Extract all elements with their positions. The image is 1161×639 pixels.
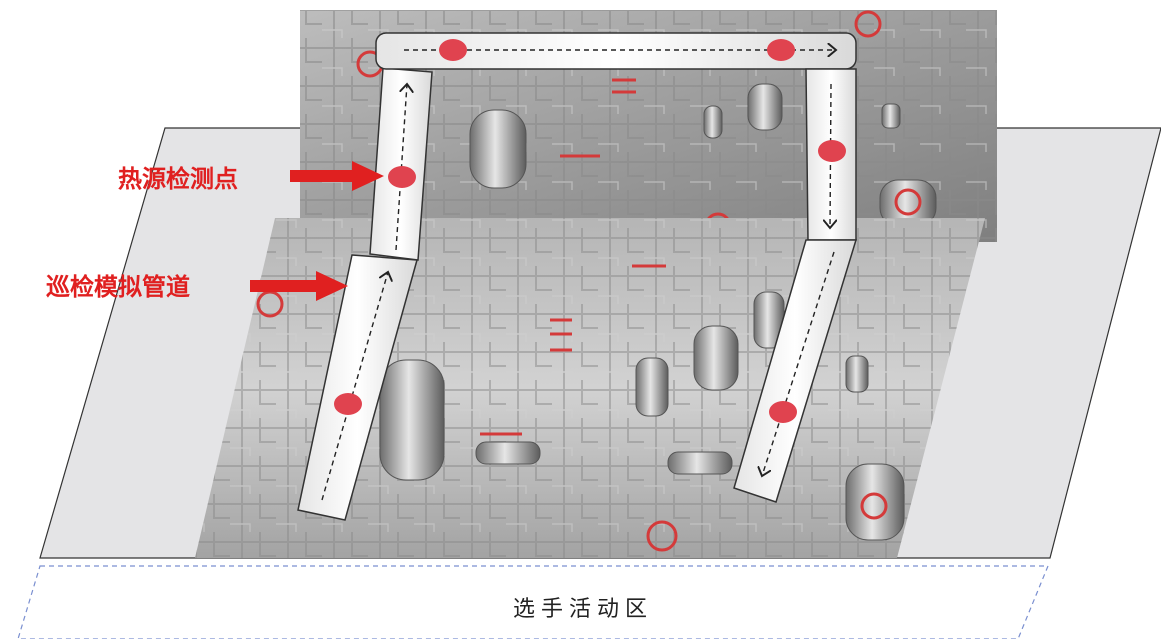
flow-direction-arrow [762,251,835,476]
valve-icon [860,492,888,520]
tank-shape [703,105,723,139]
detection-marker [767,39,795,61]
tank-shape [469,109,527,189]
tank-shape [635,357,669,417]
tank-shape [693,325,739,391]
detection-marker [769,401,797,423]
heat-source-point-label: 热源检测点 [118,165,238,193]
tank-shape [881,103,901,129]
detection-marker [388,166,416,188]
inspection-pipeline [297,32,858,521]
pipe-segment-left-upper [369,67,433,261]
detection-marker [334,393,362,415]
tank-shape [747,83,783,131]
tank-shape [379,359,445,481]
player-activity-zone [17,565,1049,639]
red-arrow-icon [250,271,348,301]
tank-shape [845,355,869,393]
red-arrow-icon [290,161,384,191]
tank-shape [475,441,541,465]
pipe-segment-top [375,32,857,70]
player-activity-zone-label: 选手活动区 [513,597,653,622]
pipe-segment-right-lower [733,239,858,503]
detection-marker [439,39,467,61]
pipe-segment-left-lower [297,254,418,521]
flow-direction-arrow [321,272,388,501]
detection-marker [818,140,846,162]
inspection-pipeline-label: 巡检模拟管道 [46,273,190,301]
valve-icon [646,520,678,552]
tank-shape [845,463,905,541]
tank-shape [667,451,733,475]
valve-icon [854,10,882,38]
valve-icon [894,188,922,216]
